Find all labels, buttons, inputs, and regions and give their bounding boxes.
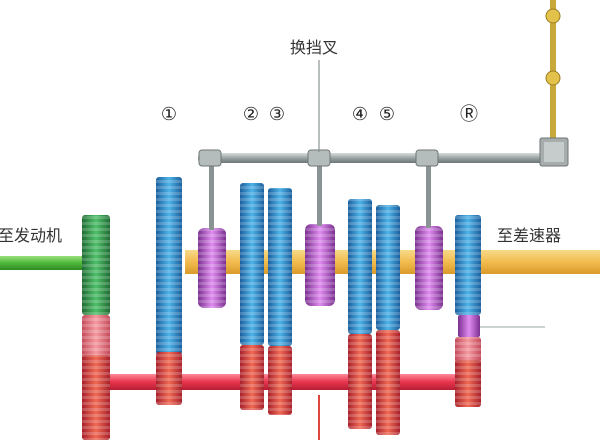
gear-number-reverse: Ⓡ: [460, 104, 478, 125]
fork-stem-1: [209, 160, 214, 230]
gear-number-2: ②: [242, 104, 260, 125]
synchronizer-3: [415, 226, 443, 310]
fork-block-2: [307, 149, 331, 167]
gear-number-1: ①: [160, 104, 178, 125]
shift-fork-label: 换挡叉: [290, 38, 339, 57]
gear-2: [240, 183, 264, 410]
synchronizer-2: [305, 224, 335, 306]
input-shaft: [0, 256, 100, 270]
gear-number-5: ⑤: [378, 104, 396, 125]
gear-number-3: ③: [268, 104, 286, 125]
input-gear: [82, 215, 110, 440]
gear-4: [348, 199, 372, 429]
gear-3: [268, 188, 292, 415]
fork-block-1: [198, 149, 222, 167]
fork-stem-3: [426, 160, 431, 228]
selector-rod: [198, 153, 550, 163]
shift-linkage: [539, 0, 569, 167]
fork-stem-2: [317, 158, 322, 226]
gear-reverse: [455, 215, 481, 407]
fork-block-3: [415, 149, 439, 167]
gear-5: [376, 205, 400, 435]
gear-number-4: ④: [351, 104, 369, 125]
synchronizer-1: [198, 228, 226, 308]
gear-1: [156, 177, 182, 405]
differential-label: 至差速器: [497, 226, 562, 245]
engine-label: 至发动机: [0, 226, 63, 245]
